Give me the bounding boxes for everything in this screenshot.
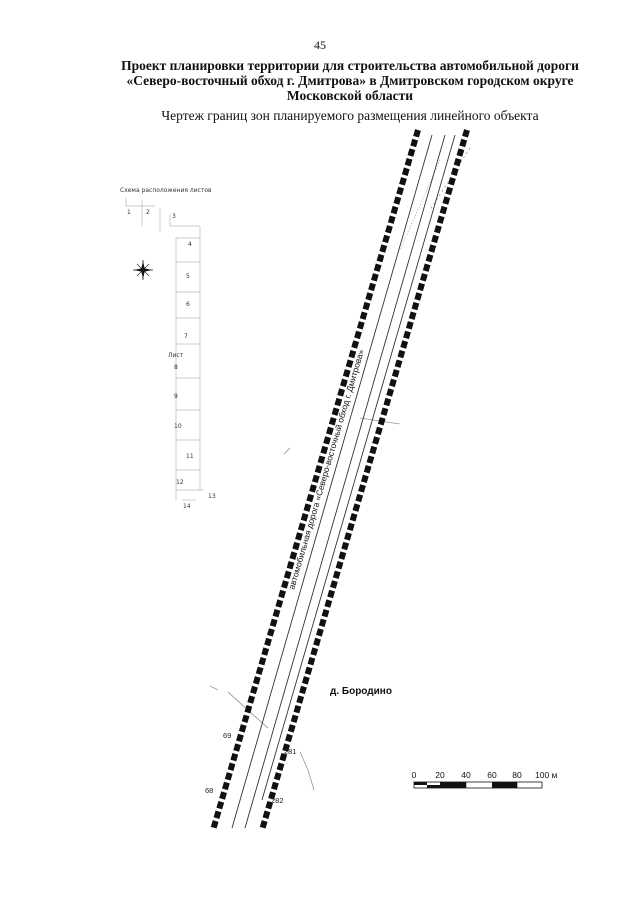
- scale-tick-80: 80: [512, 770, 522, 780]
- point-label-282: 282: [271, 796, 284, 805]
- scale-tick-100: 100 м: [535, 770, 558, 780]
- key-sheet-8: 8: [174, 364, 178, 371]
- key-sheet-9: 9: [174, 393, 178, 400]
- key-sheet-14: 14: [183, 503, 191, 510]
- scale-tick-0: 0: [412, 770, 417, 780]
- key-sheet-10: 10: [174, 423, 182, 430]
- key-sheet-1: 1: [127, 209, 131, 216]
- settlement-label: д. Бородино: [330, 686, 392, 697]
- point-label-281: 281: [284, 747, 297, 756]
- title-line-2: «Северо-восточный обход г. Дмитрова» в Д…: [126, 73, 574, 88]
- key-sheet-2: 2: [146, 209, 150, 216]
- road-lines: [231, 134, 456, 829]
- key-sheet-13: 13: [208, 493, 216, 500]
- zone-boundary: [210, 129, 470, 831]
- title-line-3: Московской области: [286, 88, 414, 103]
- scale-tick-60: 60: [487, 770, 497, 780]
- scale-bar: 0 20 40 60 80 100 м: [412, 770, 558, 789]
- key-sheet-word: Лист: [168, 352, 184, 359]
- zone-boundary-right: [259, 129, 470, 831]
- point-label-69: 69: [223, 731, 231, 740]
- title-line-1: Проект планировки территории для строите…: [121, 58, 579, 73]
- point-label-68: 68: [205, 786, 213, 795]
- road-label: автомобильная дорога «Северо-восточный о…: [286, 348, 366, 591]
- scale-tick-40: 40: [461, 770, 471, 780]
- key-sheet-5: 5: [186, 273, 190, 280]
- document-title: Проект планировки территории для строите…: [60, 58, 640, 103]
- key-sheet-6: 6: [186, 301, 190, 308]
- key-sheet-11: 11: [186, 453, 194, 460]
- key-sheet-12: 12: [176, 479, 184, 486]
- compass-rose-icon: [133, 260, 153, 280]
- key-map: Схема расположения листов 1 2 3 4 5: [120, 187, 216, 510]
- key-sheet-3: 3: [172, 213, 176, 220]
- scale-tick-20: 20: [435, 770, 445, 780]
- key-sheet-7: 7: [184, 333, 188, 340]
- drawing-subtitle: Чертеж границ зон планируемого размещени…: [161, 108, 539, 123]
- key-sheet-4: 4: [188, 241, 192, 248]
- key-map-title: Схема расположения листов: [120, 187, 212, 194]
- page-number: 45: [314, 38, 326, 52]
- zone-boundary-left: [210, 129, 421, 831]
